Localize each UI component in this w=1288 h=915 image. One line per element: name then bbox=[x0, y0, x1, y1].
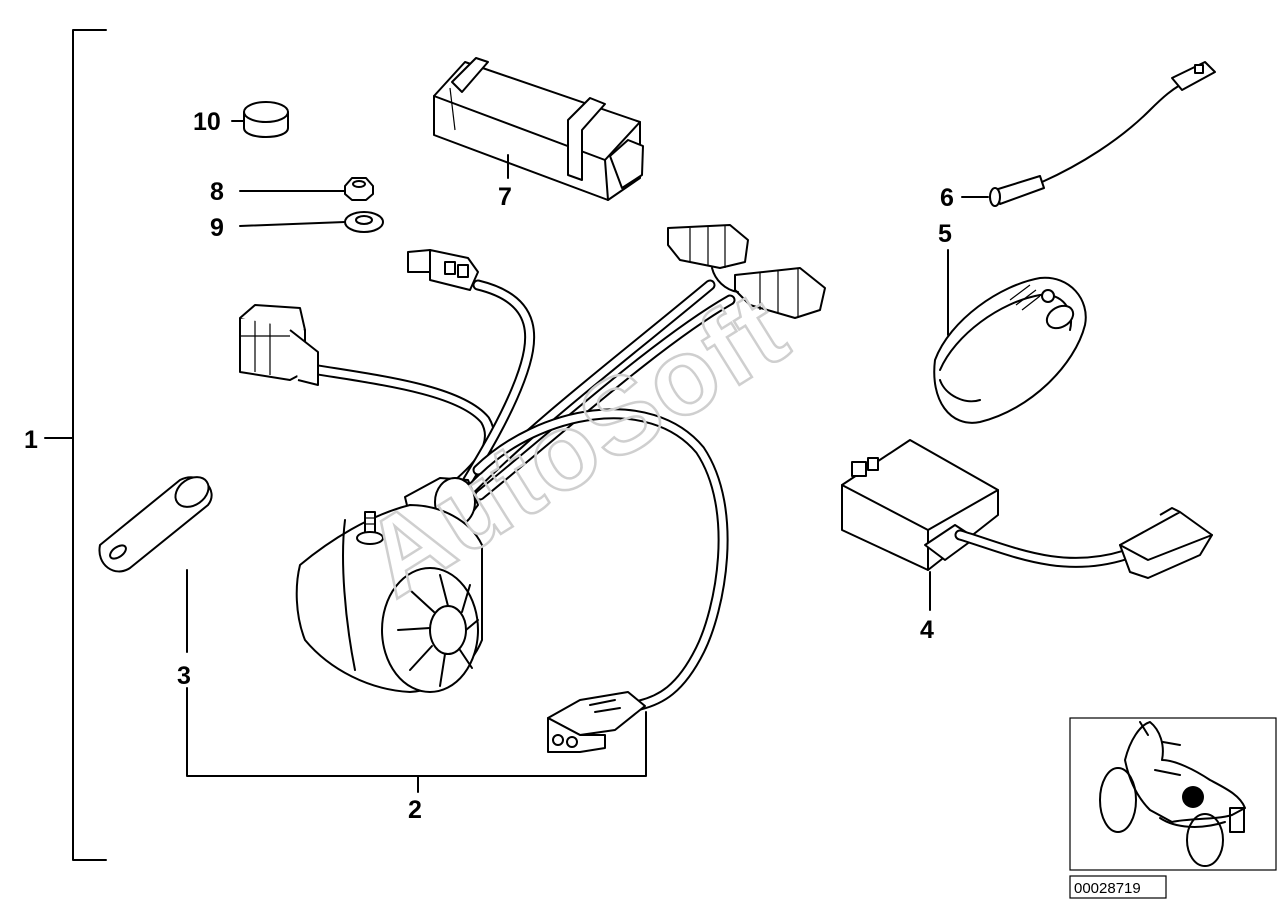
callout-4: 4 bbox=[920, 616, 934, 644]
callout-10: 10 bbox=[193, 108, 221, 136]
part-7-control-unit bbox=[433, 57, 644, 201]
motorcycle-icon bbox=[1099, 721, 1246, 867]
location-marker bbox=[1182, 786, 1204, 808]
bracket-2-3 bbox=[186, 569, 647, 793]
callout-6: 6 bbox=[940, 184, 954, 212]
callout-labels: 1 2 3 4 5 6 7 8 9 10 bbox=[24, 108, 954, 824]
harness-multi-connector bbox=[667, 224, 826, 319]
siren bbox=[295, 504, 483, 693]
leader-lines bbox=[231, 120, 989, 611]
document-number-box: 00028719 bbox=[1069, 875, 1167, 899]
part-9-washer bbox=[344, 211, 384, 233]
harness-plug-large bbox=[239, 304, 319, 386]
bracket-1 bbox=[44, 29, 107, 861]
document-number: 00028719 bbox=[1074, 880, 1141, 897]
harness-plug-small bbox=[407, 249, 479, 291]
location-inset bbox=[1069, 717, 1277, 871]
callout-2: 2 bbox=[408, 796, 422, 824]
part-5-remote bbox=[933, 276, 1087, 424]
harness-plug-bottom bbox=[547, 691, 646, 753]
watermark-text: AutoSoft bbox=[343, 267, 807, 620]
wiring-harness bbox=[312, 279, 736, 711]
callout-3: 3 bbox=[177, 662, 191, 690]
callout-7: 7 bbox=[498, 183, 512, 211]
callout-8: 8 bbox=[210, 178, 224, 206]
part-3-key-tag bbox=[98, 476, 213, 573]
callout-5: 5 bbox=[938, 220, 952, 248]
part-10-cap bbox=[243, 101, 289, 138]
part-4-module bbox=[841, 439, 1213, 579]
callout-1: 1 bbox=[24, 426, 38, 454]
part-6-sensor bbox=[989, 61, 1216, 207]
part-8-nut bbox=[344, 177, 374, 201]
callout-9: 9 bbox=[210, 214, 224, 242]
